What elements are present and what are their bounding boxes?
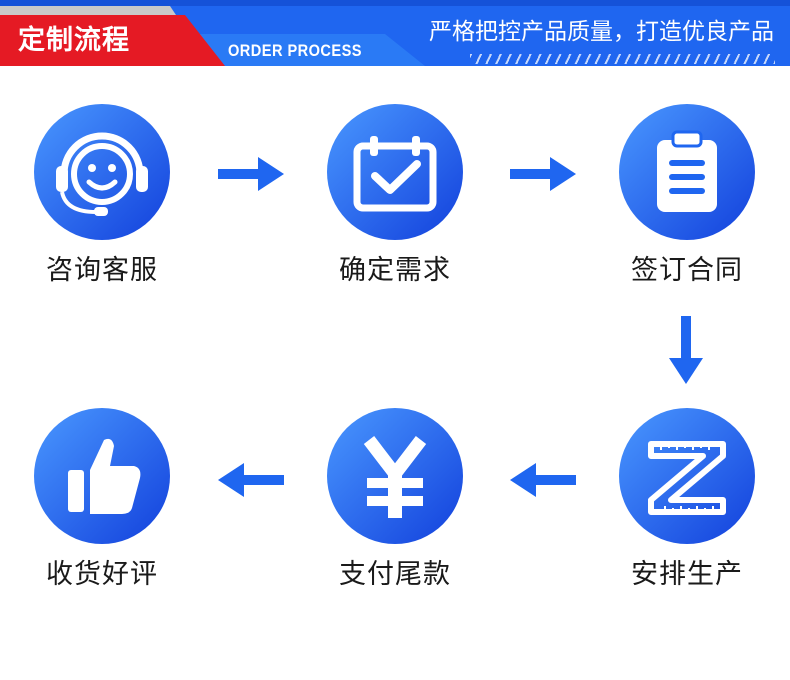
arrow-right-icon [218,157,284,191]
customer-service-headset-icon [34,104,170,240]
yuan-payment-icon [327,408,463,544]
process-step-contract: 签订合同 [587,104,787,288]
process-step-review: 收货好评 [2,408,202,592]
banner-stripes [470,54,775,64]
page-title: 定制流程 [18,25,130,56]
process-step-consult: 咨询客服 [2,104,202,288]
banner-subtitle-band [185,34,425,66]
arrow-left-icon [510,463,576,497]
arrow-down-icon [669,316,703,384]
banner-gray-accent [0,6,176,15]
process-step-payment: 支付尾款 [295,408,495,592]
production-ruler-z-icon [619,408,755,544]
page-subtitle-en: ORDER PROCESS [228,41,362,60]
header-banner: 定制流程 ORDER PROCESS 严格把控产品质量，打造优良产品 [0,0,790,66]
banner-title-band [0,15,225,66]
process-step-production: 安排生产 [587,408,787,592]
step-label-contract: 签订合同 [631,255,743,286]
step-label-consult: 咨询客服 [46,255,158,286]
step-label-payment: 支付尾款 [339,559,451,590]
clipboard-contract-icon [619,104,755,240]
banner-slogan: 严格把控产品质量，打造优良产品 [429,19,774,45]
banner-top-line [0,0,790,6]
step-label-production: 安排生产 [631,559,743,590]
arrow-right-icon [510,157,576,191]
arrow-left-icon [218,463,284,497]
calendar-check-icon [327,104,463,240]
step-label-review: 收货好评 [46,559,158,590]
step-label-confirm: 确定需求 [339,255,451,286]
process-step-confirm: 确定需求 [295,104,495,288]
thumbs-up-icon [34,408,170,544]
